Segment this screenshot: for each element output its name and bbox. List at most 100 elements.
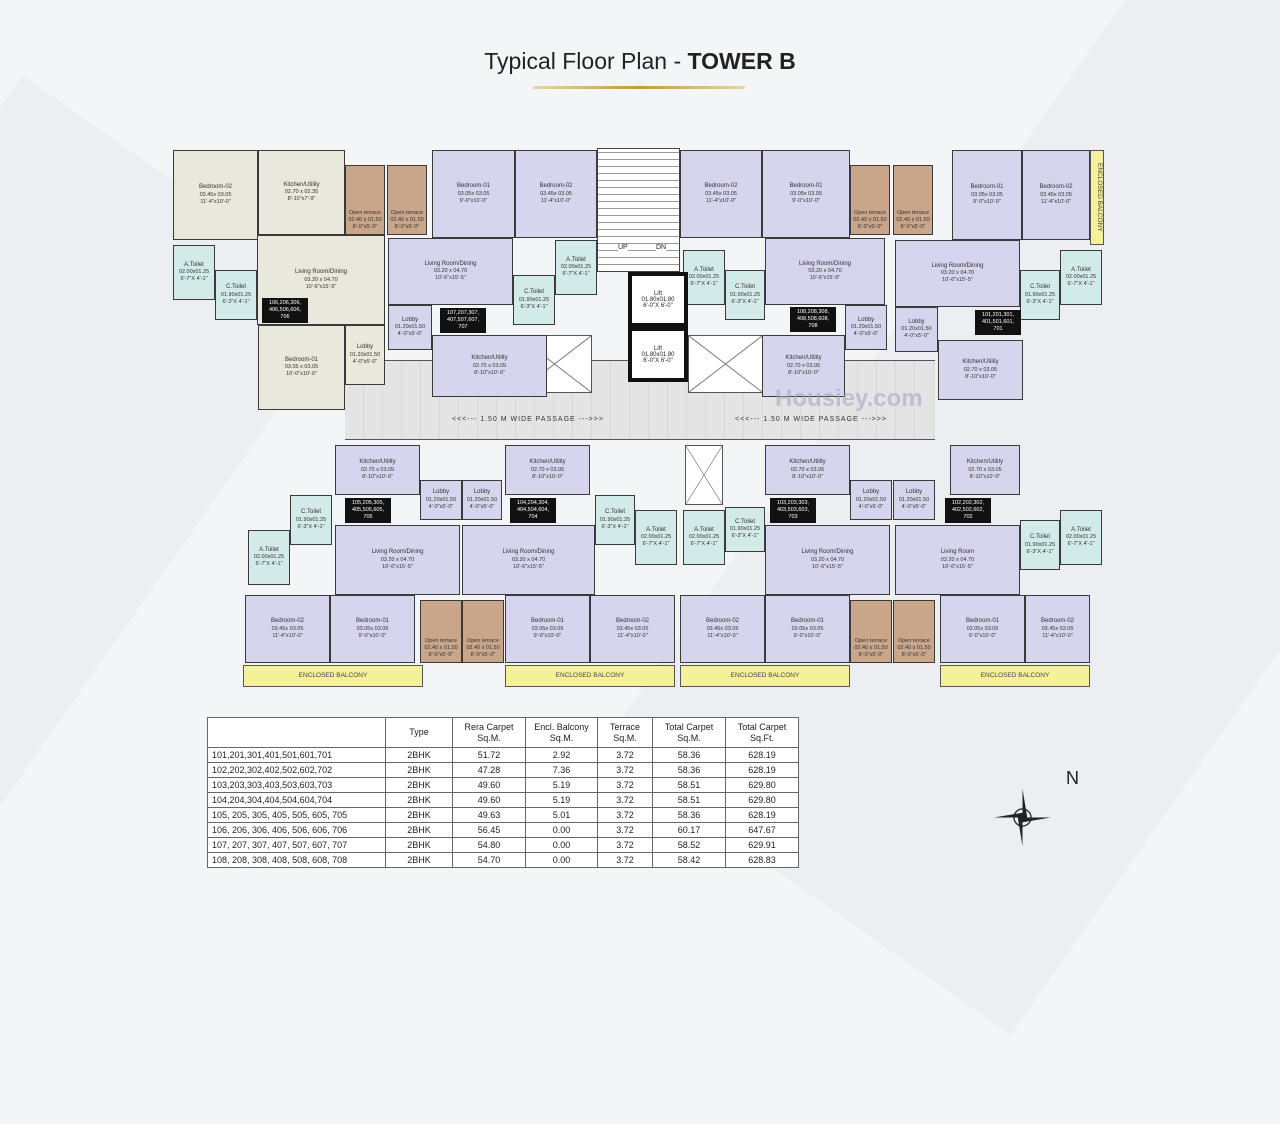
room-dims: 01.20x01.50	[425, 496, 457, 503]
enclosed-balcony: ENCLOSED BALCONY	[505, 665, 675, 687]
room-dims: 02.70 x 03.05	[963, 366, 998, 373]
room-dims: 03.20 x 04.70	[304, 276, 338, 283]
table-cell: 49.60	[452, 792, 526, 808]
room-dims: 02.00x01.25	[1065, 534, 1097, 541]
room-name: A.Toilet	[694, 266, 714, 273]
table-cell: 51.72	[452, 747, 526, 763]
terrace-name: Open terrace	[348, 210, 382, 217]
enclosed-balcony: ENCLOSED BALCONY	[243, 665, 423, 687]
room-ft: 9'-0"x10'-0"	[358, 632, 387, 639]
room-ft: 4'-0"x5'-0"	[858, 503, 884, 510]
room-ft: 8'-10"x10'-0"	[474, 369, 505, 376]
room-name: Kitchen/Utility	[283, 181, 320, 188]
table-cell: 54.80	[452, 837, 526, 853]
room-name: Living Room/Dining	[294, 269, 348, 276]
table-cell: 5.19	[525, 792, 598, 808]
room-name: Living Room/Dining	[931, 262, 984, 269]
room-name: C.Toilet	[225, 284, 246, 291]
room-name: Lobby	[401, 316, 419, 323]
table-cell: 58.51	[652, 777, 726, 793]
room-name: Bedroom-01	[284, 356, 319, 363]
terrace-dims: 02.40 x 01.50	[854, 645, 888, 652]
room-dims: 02.70 x 03.05	[530, 466, 565, 473]
room-ft: 10'-6"x15'-5"	[812, 563, 843, 570]
room-ft: 10'-6"x15'-5"	[942, 563, 973, 570]
room-name: A.Toilet	[1071, 526, 1091, 533]
room-ft: 10'-6"x15'-5"	[809, 275, 841, 282]
room-dims: 03.05x 03.05	[457, 190, 490, 197]
room-ft: 6'-3"X 4'-1"	[222, 298, 250, 305]
room-dims: 03.20 x 04.70	[808, 268, 842, 275]
table-cell: 58.42	[652, 852, 726, 868]
room-name: Living Room/Dining	[502, 549, 555, 556]
room-dims: 03.20 x 04.70	[940, 270, 975, 277]
room-name: Lobby	[908, 318, 925, 325]
room-dims: 03.45x 03.05	[1040, 191, 1072, 198]
terrace-name: Open terrace	[854, 638, 888, 645]
room-name: Bedroom-02	[615, 618, 650, 625]
table-cell: 629.80	[725, 792, 799, 808]
enclosed-balcony: ENCLOSED BALCONY	[940, 665, 1090, 687]
room-name: Kitchen/Utility	[785, 355, 822, 362]
room-ft: 6'-3"X 4'-1"	[1026, 548, 1054, 555]
room-dims: 02.00x01.25	[688, 534, 720, 541]
table-cell: 647.67	[725, 822, 799, 838]
room-dims: 03.20 x 04.70	[940, 556, 975, 563]
terrace-name: Open terrace	[390, 210, 424, 217]
room-dims: 01.20x01.50	[349, 351, 381, 358]
room-ft: 9'-0"x10'-0"	[973, 198, 1001, 205]
table-cell: 108, 208, 308, 408, 508, 608, 708	[207, 852, 386, 868]
table-cell: 2BHK	[385, 792, 453, 808]
room-ft: 11'-4"x10'-0"	[617, 632, 648, 639]
room-ft: 9'-0"x10'-0"	[533, 632, 562, 639]
table-cell: 3.72	[597, 762, 653, 778]
room-ft: 6'-7"X 4'-1"	[690, 541, 718, 548]
column-header: Terrace Sq.M.	[597, 717, 653, 748]
room-name: Lobby	[857, 316, 875, 323]
room-dims: 01.90x01.25	[729, 291, 761, 298]
room-dims: 01.20x01.50	[466, 496, 498, 503]
room-ft: 6'-7"X 4'-1"	[690, 281, 718, 288]
room-name: C.Toilet	[604, 509, 625, 516]
room-ft: 6'-3"X 4'-1"	[601, 523, 629, 530]
table-cell: 102,202,302,402,502,602,702	[207, 762, 386, 778]
terrace-name: Open terrace	[424, 638, 458, 645]
terrace-dims: 02.40 x 01.50	[424, 645, 458, 652]
room-ft: 10'-6"x15'-5"	[942, 277, 973, 284]
room-dims: 01.20x01.50	[855, 496, 887, 503]
table-cell: 2BHK	[385, 852, 453, 868]
room-ft: 4'-0"x5'-0"	[352, 358, 378, 365]
room-ft: 11'-4"x10'-0"	[540, 197, 572, 204]
room-dims: 03.05x 03.05	[791, 625, 824, 632]
room-name: C.Toilet	[734, 284, 755, 291]
room-name: Living Room/Dining	[798, 260, 852, 267]
room-ft: 8'-10"x10'-0"	[532, 473, 563, 480]
room-name: Kitchen/Utility	[962, 359, 999, 366]
room-dims: 03.05x 03.05	[790, 190, 822, 197]
room-dims: 01.90x01.25	[599, 516, 631, 523]
room-ft: 9'-0"x10'-0"	[792, 197, 820, 204]
room-dims: 01.90x01.25	[220, 291, 252, 298]
room-ft: 11'-4"x10'-0"	[1042, 632, 1073, 639]
